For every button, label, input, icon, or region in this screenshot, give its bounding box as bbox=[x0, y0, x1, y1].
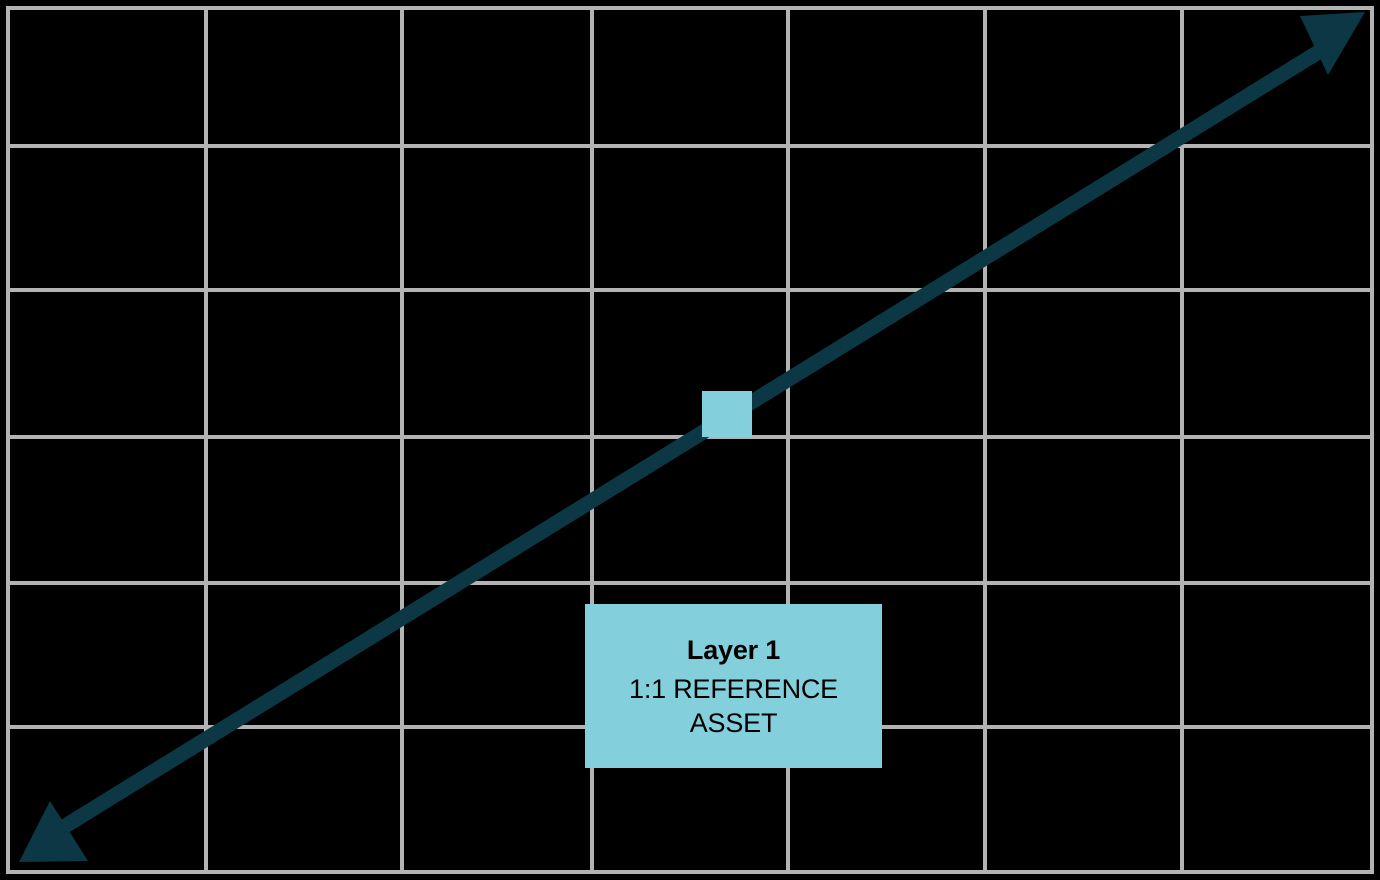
arrowhead-down-left-icon bbox=[19, 801, 88, 862]
layer-callout-title: Layer 1 bbox=[686, 635, 781, 666]
layer-callout-subtitle-line1: 1:1 REFERENCE bbox=[629, 673, 838, 704]
layer-callout-subtitle-line2: ASSET bbox=[689, 708, 778, 739]
trend-line bbox=[58, 41, 1329, 835]
reference-point-marker[interactable] bbox=[702, 391, 752, 437]
layer-callout-box[interactable]: Layer 1 1:1 REFERENCE ASSET bbox=[585, 604, 882, 768]
grid-vertical-lines bbox=[6, 6, 1374, 874]
arrowhead-up-right-icon bbox=[1300, 12, 1365, 75]
